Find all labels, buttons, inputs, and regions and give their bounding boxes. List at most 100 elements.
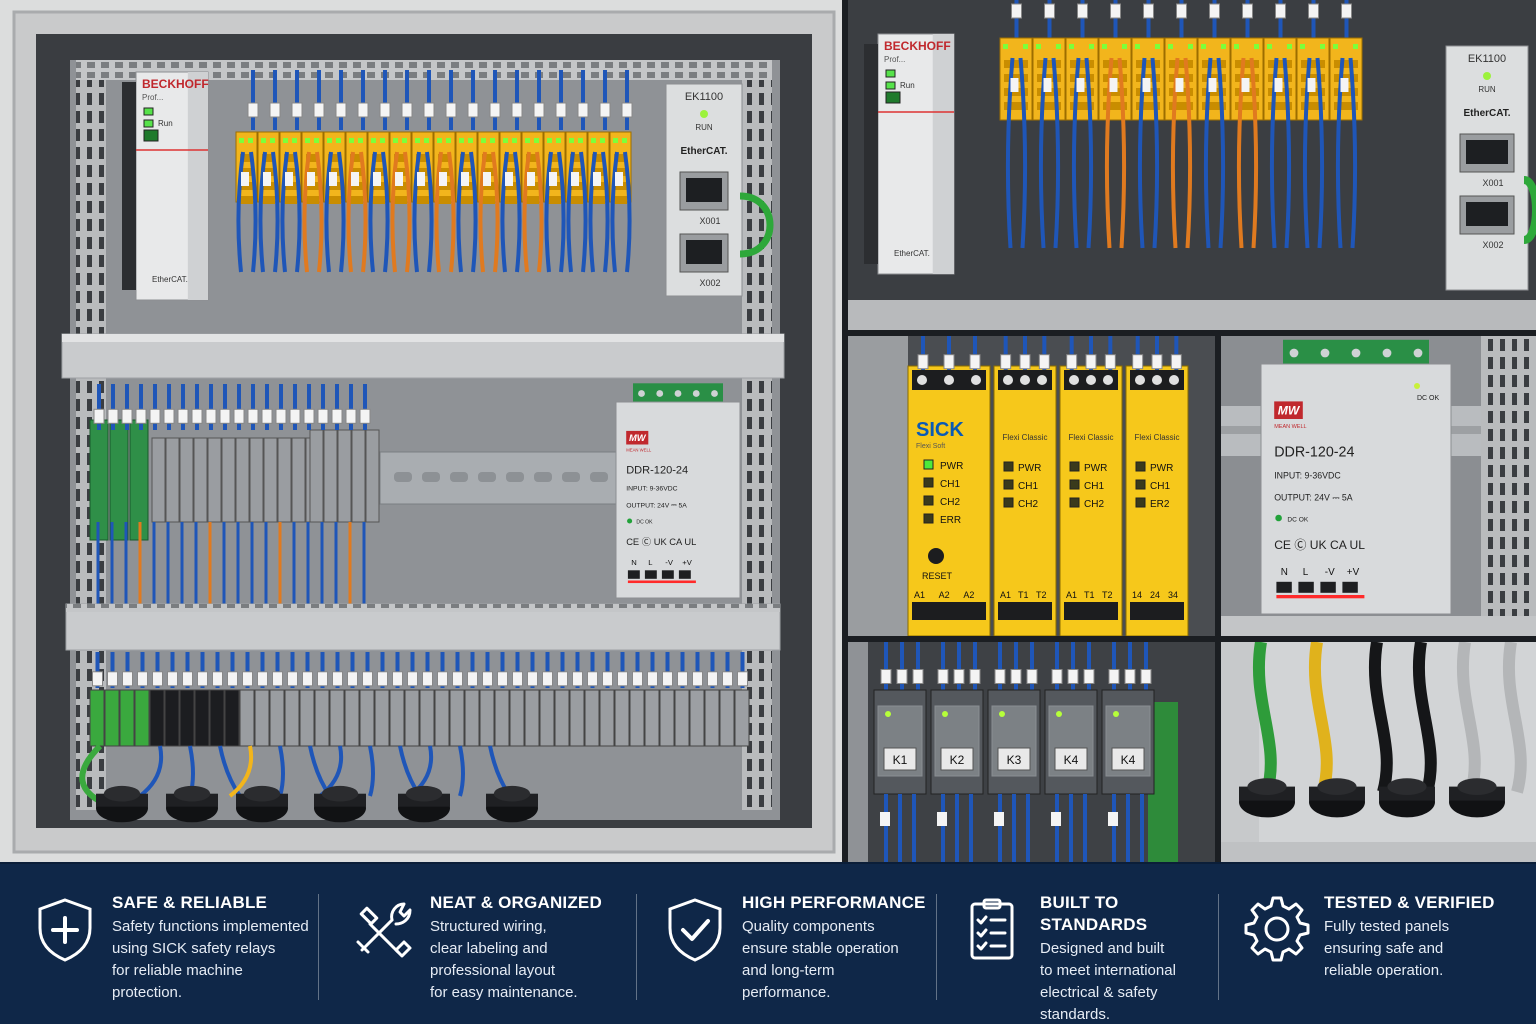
bottom-terminal bbox=[269, 689, 285, 747]
cable-gland-top bbox=[1317, 778, 1357, 795]
coupler-ethercat: EtherCAT. bbox=[680, 146, 727, 157]
safety-led bbox=[1003, 497, 1014, 508]
io-led bbox=[1155, 44, 1160, 49]
io-led bbox=[459, 138, 464, 143]
coupler-model: EK1100 bbox=[685, 91, 723, 103]
wire-marker bbox=[527, 172, 535, 186]
safety-terminal-label: A1 bbox=[1000, 590, 1011, 600]
io-led bbox=[349, 138, 354, 143]
wire-marker bbox=[912, 669, 924, 684]
io-clamp bbox=[416, 196, 429, 204]
plc-button bbox=[885, 91, 901, 104]
wire bbox=[557, 151, 566, 273]
bottom-terminal bbox=[104, 689, 120, 747]
grey-terminal bbox=[351, 429, 366, 523]
io-clamp bbox=[482, 196, 495, 204]
psu-terminal-label: L bbox=[1303, 567, 1309, 578]
wire-marker bbox=[615, 172, 623, 186]
safety-terminal-label: A1 bbox=[1066, 590, 1077, 600]
io-clamp bbox=[1268, 102, 1292, 110]
bottom-terminal bbox=[134, 689, 150, 747]
psu-logo bbox=[626, 430, 649, 445]
psu-output: OUTPUT: 24V ⎓ 5A bbox=[1274, 492, 1353, 502]
io-clamp bbox=[394, 154, 407, 162]
psu-terminal-label: N bbox=[1281, 567, 1288, 578]
grey-terminal bbox=[193, 437, 208, 523]
safety-bottom-terminal bbox=[998, 602, 1052, 620]
grey-terminal bbox=[249, 437, 264, 523]
wire-marker bbox=[149, 408, 161, 424]
relay-tag bbox=[997, 747, 1031, 771]
relay-tag-text: K3 bbox=[1007, 753, 1022, 767]
io-clamp bbox=[614, 154, 627, 162]
psu-screw bbox=[1320, 348, 1330, 358]
io-clamp bbox=[240, 196, 253, 204]
relay-led bbox=[1056, 711, 1062, 717]
wire bbox=[1051, 57, 1061, 249]
wire-marker bbox=[307, 172, 315, 186]
safety-led-label: PWR bbox=[940, 461, 963, 472]
grey-terminal bbox=[165, 437, 180, 523]
coupler-port-label: X001 bbox=[699, 216, 720, 226]
wire-marker bbox=[407, 671, 418, 687]
wire-marker bbox=[247, 408, 259, 424]
wire-marker bbox=[242, 671, 253, 687]
plc-run: Run bbox=[900, 81, 915, 90]
relay-base bbox=[873, 689, 927, 795]
safety-terminal-label: A1 bbox=[914, 590, 925, 600]
wire bbox=[1249, 57, 1259, 249]
psu-terminal bbox=[1276, 581, 1292, 593]
io-led bbox=[1221, 44, 1226, 49]
bottom-terminal bbox=[704, 689, 720, 747]
cable-gland-top bbox=[103, 785, 141, 802]
wire-marker bbox=[359, 408, 371, 424]
cable-gland-top bbox=[243, 785, 281, 802]
din-rail-slot bbox=[562, 472, 580, 482]
wire-marker bbox=[1051, 669, 1063, 684]
safety-terminal-label: T1 bbox=[1084, 590, 1095, 600]
plc-button bbox=[143, 129, 159, 142]
io-clamp bbox=[548, 196, 561, 204]
io-clamp bbox=[1202, 102, 1226, 110]
psu-screw bbox=[692, 390, 700, 397]
wire-marker bbox=[1308, 3, 1319, 19]
io-led bbox=[336, 138, 341, 143]
coupler-led bbox=[1483, 72, 1491, 80]
green-terminal bbox=[109, 419, 129, 541]
psu-model: DDR-120-24 bbox=[626, 464, 688, 476]
wire bbox=[381, 151, 390, 273]
io-clamp bbox=[1070, 102, 1094, 110]
wire bbox=[138, 745, 163, 798]
wire bbox=[579, 151, 588, 273]
safety-terminal-label: T2 bbox=[1102, 590, 1113, 600]
safety-terminal-label: A2 bbox=[963, 590, 974, 600]
wire-marker bbox=[461, 172, 469, 186]
wire-marker bbox=[1124, 669, 1136, 684]
wire-marker bbox=[1043, 78, 1052, 92]
wire-marker bbox=[377, 671, 388, 687]
wire-marker bbox=[357, 102, 369, 118]
wire bbox=[1117, 57, 1127, 249]
wire bbox=[566, 151, 575, 273]
wire-marker bbox=[1109, 78, 1118, 92]
wire bbox=[293, 151, 302, 273]
io-clamp bbox=[548, 154, 561, 162]
wire-marker bbox=[395, 172, 403, 186]
wire-marker bbox=[437, 671, 448, 687]
psu-terminal bbox=[644, 570, 657, 579]
coupler-run: RUN bbox=[695, 123, 713, 132]
wire-marker bbox=[1066, 354, 1078, 370]
cable-gland-top bbox=[405, 785, 443, 802]
wire-marker bbox=[482, 671, 493, 687]
safety-screw bbox=[971, 375, 981, 385]
cable-gland-photo bbox=[1221, 642, 1536, 862]
bottom-terminal bbox=[689, 689, 705, 747]
io-led bbox=[1320, 44, 1325, 49]
din-rail-slot bbox=[534, 472, 552, 482]
wire bbox=[513, 151, 522, 273]
